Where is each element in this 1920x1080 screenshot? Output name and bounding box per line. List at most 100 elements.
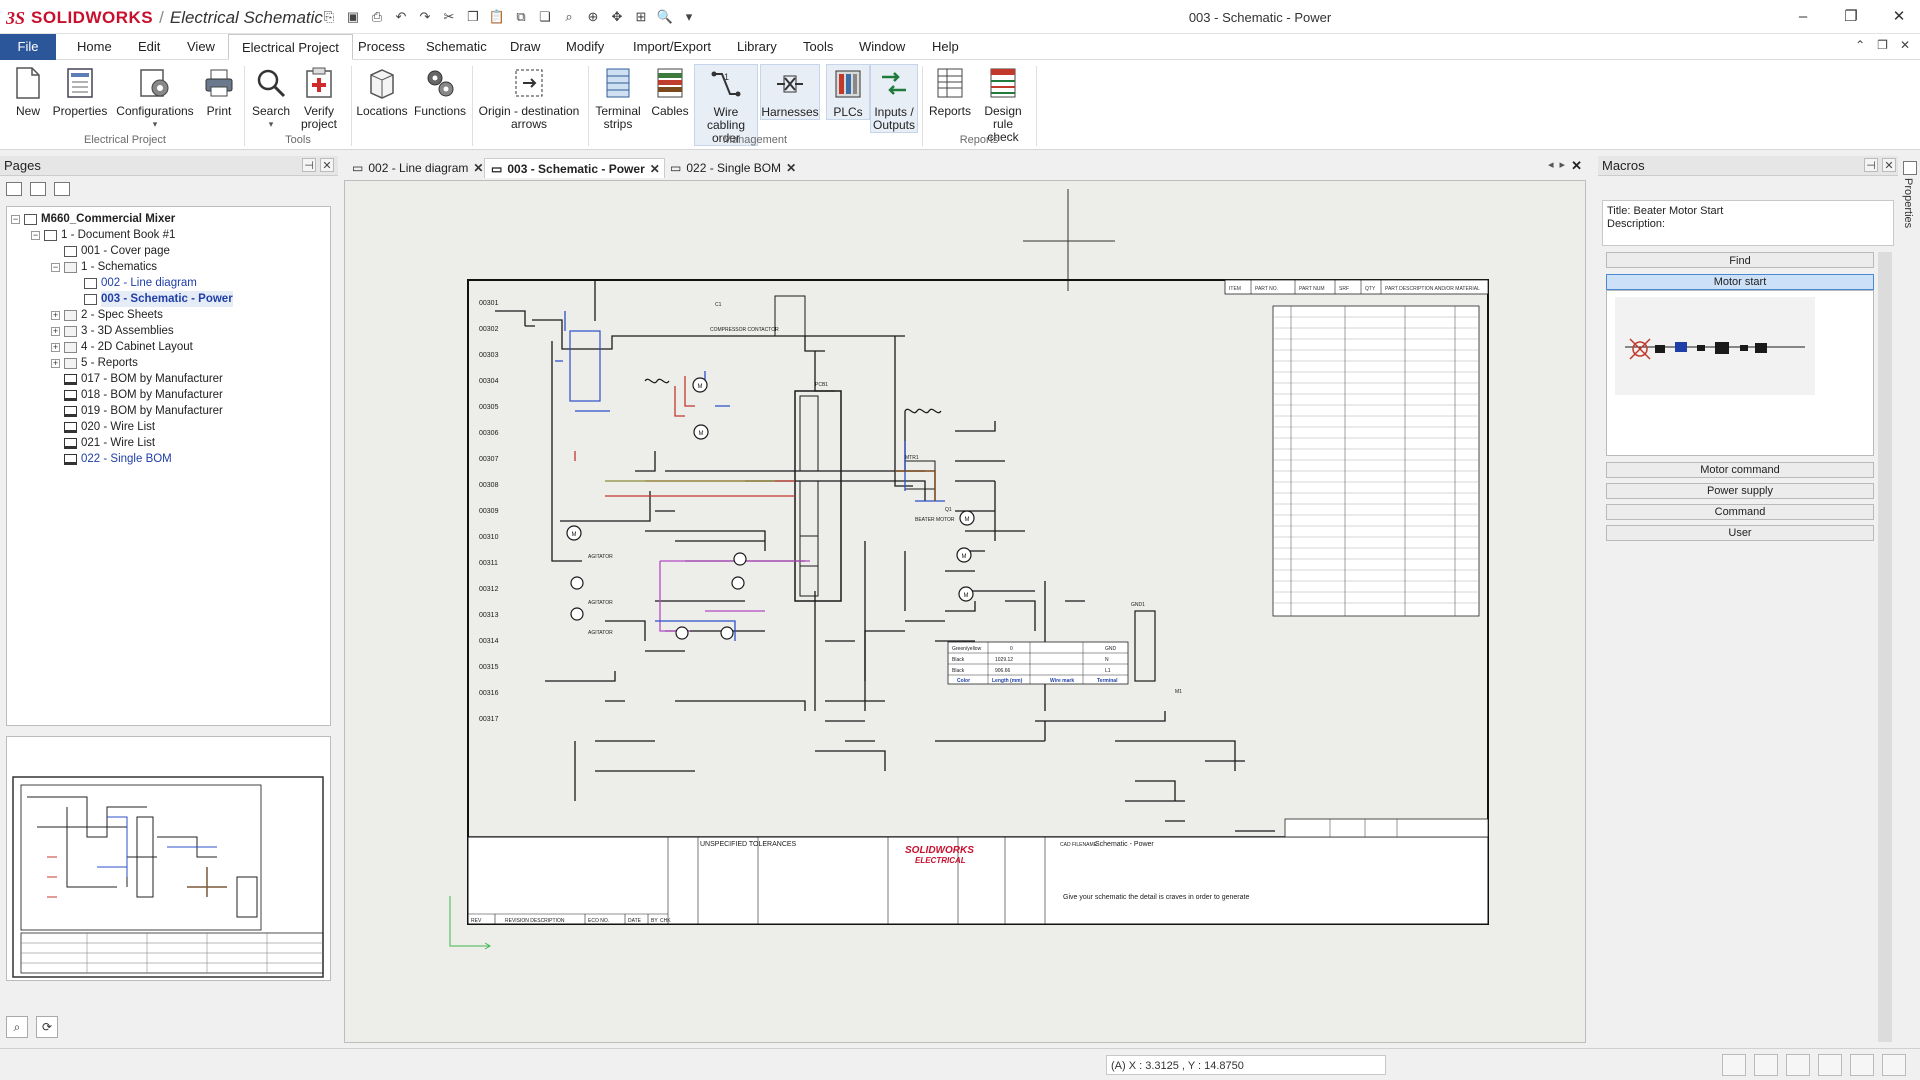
macro-group-motor-start[interactable]: Motor start (1606, 274, 1874, 290)
cables-button[interactable]: Cables (648, 64, 692, 118)
zoom-fit-icon[interactable]: ⌕ (565, 9, 573, 24)
close-window-button[interactable]: ✕ (1892, 8, 1906, 25)
lineweight-icon[interactable] (1818, 1054, 1842, 1076)
ortho-icon[interactable] (1754, 1054, 1778, 1076)
tree-item[interactable]: +4 - 2D Cabinet Layout (51, 339, 193, 355)
tree-item[interactable]: 017 - BOM by Manufacturer (51, 371, 223, 387)
tab-tools[interactable]: Tools (803, 39, 834, 54)
macro-group-user[interactable]: User (1606, 525, 1874, 541)
locations-button[interactable]: Locations (356, 64, 408, 118)
macro-thumbnail-beater-motor-start[interactable] (1615, 297, 1815, 395)
macro-find-button[interactable]: Find (1606, 252, 1874, 268)
inputs-outputs-button[interactable]: Inputs / Outputs (870, 64, 918, 133)
tree-item[interactable]: 003 - Schematic - Power (71, 291, 233, 307)
book-view-icon[interactable] (30, 182, 46, 196)
harnesses-button[interactable]: Harnesses (760, 64, 820, 120)
close-all-icon[interactable]: ✕ (1571, 158, 1582, 173)
properties-tab-label[interactable]: Properties (1902, 178, 1914, 229)
tree-item[interactable]: +3 - 3D Assemblies (51, 323, 174, 339)
verify-project-button[interactable]: Verify project (295, 64, 343, 131)
close-doc-icon[interactable]: ✕ (1899, 38, 1910, 52)
list-view-icon[interactable] (6, 182, 22, 196)
macro-group-power-supply[interactable]: Power supply (1606, 483, 1874, 499)
tab-draw[interactable]: Draw (510, 39, 541, 54)
snap-icon[interactable] (1786, 1054, 1810, 1076)
restore-doc-icon[interactable]: ❐ (1877, 38, 1888, 52)
tree-item[interactable]: 021 - Wire List (51, 435, 155, 451)
tree-item[interactable]: 001 - Cover page (51, 243, 170, 259)
copy-icon[interactable]: ❐ (467, 9, 479, 24)
pin-icon[interactable]: ⊣ (1864, 158, 1878, 172)
close-tab-icon[interactable]: ✕ (786, 161, 797, 175)
tab-library[interactable]: Library (737, 39, 777, 54)
tab-edit[interactable]: Edit (138, 39, 161, 54)
pin-icon[interactable]: ⊣ (302, 158, 316, 172)
reports-button[interactable]: Reports (926, 64, 974, 118)
tree-item[interactable]: +5 - Reports (51, 355, 138, 371)
print-icon[interactable]: ⎙ (371, 9, 383, 24)
tab-electrical-project[interactable]: Electrical Project (228, 34, 353, 60)
open-icon[interactable]: ⎘ (323, 9, 335, 24)
tab-prev-icon[interactable]: ◂ (1548, 159, 1554, 171)
file-menu[interactable]: File (0, 34, 56, 60)
zoom-window-icon[interactable]: ⊕ (587, 9, 599, 24)
zoom-previous-icon[interactable]: ⊞ (635, 9, 647, 24)
expand-toggle-icon[interactable]: − (51, 261, 60, 272)
tab-window[interactable]: Window (859, 39, 906, 54)
undo-icon[interactable]: ↶ (395, 9, 407, 24)
tab-view[interactable]: View (187, 39, 215, 54)
macro-group-command[interactable]: Command (1606, 504, 1874, 520)
close-tab-icon[interactable]: ✕ (473, 161, 484, 175)
properties-button[interactable]: Properties (52, 64, 108, 118)
expand-toggle-icon[interactable]: + (51, 325, 60, 336)
tree-item[interactable]: +2 - Spec Sheets (51, 307, 163, 323)
restore-button[interactable]: ❐ (1844, 8, 1858, 25)
properties-side-tab[interactable] (1900, 156, 1920, 256)
print-button[interactable]: Print (201, 64, 237, 118)
magnifier-icon[interactable]: 🔍 (656, 9, 674, 24)
terminal-strips-button[interactable]: Terminal strips (592, 64, 644, 131)
expand-toggle-icon[interactable]: + (51, 309, 60, 320)
tree-item[interactable]: 022 - Single BOM (51, 451, 172, 467)
expand-toggle-icon[interactable]: − (11, 213, 20, 224)
page-preview-minimap[interactable] (6, 736, 331, 981)
tree-item[interactable]: −1 - Document Book #1 (31, 227, 175, 243)
refresh-preview-icon[interactable]: ⟳ (36, 1016, 58, 1038)
save-icon[interactable]: ▣ (346, 9, 360, 24)
expand-toggle-icon[interactable]: − (31, 229, 40, 240)
close-panel-icon[interactable]: ✕ (320, 158, 334, 172)
tab-help[interactable]: Help (932, 39, 959, 54)
tree-item[interactable]: 002 - Line diagram (71, 275, 197, 291)
zoom-preview-icon[interactable]: ⌕ (6, 1016, 28, 1038)
functions-button[interactable]: Functions (412, 64, 468, 118)
table-view-icon[interactable] (54, 182, 70, 196)
dynamic-input-icon[interactable] (1850, 1054, 1874, 1076)
paste-icon[interactable]: 📋 (488, 9, 506, 24)
new-button[interactable]: New (10, 64, 46, 118)
expand-toggle-icon[interactable]: + (51, 357, 60, 368)
tab-process[interactable]: Process (358, 39, 405, 54)
tab-schematic[interactable]: Schematic (426, 39, 487, 54)
settings-icon[interactable] (1882, 1054, 1906, 1076)
grid-icon[interactable] (1722, 1054, 1746, 1076)
cut-icon[interactable]: ✂ (443, 9, 455, 24)
tab-home[interactable]: Home (77, 39, 112, 54)
configurations-button[interactable]: Configurations ▾ (114, 64, 196, 131)
macro-group-motor-command[interactable]: Motor command (1606, 462, 1874, 478)
search-button[interactable]: Search ▾ (251, 64, 291, 131)
macros-scrollbar[interactable] (1878, 252, 1892, 1042)
wire-cabling-order-button[interactable]: 1 Wire cabling order (694, 64, 758, 146)
tab-import-export[interactable]: Import/Export (633, 39, 712, 54)
copy-page-icon[interactable]: ❏ (539, 9, 551, 24)
plcs-button[interactable]: PLCs (826, 64, 870, 120)
origin-destination-arrows-button[interactable]: Origin - destination arrows (474, 64, 584, 131)
tree-item[interactable]: −M660_Commercial Mixer (11, 211, 175, 227)
duplicate-icon[interactable]: ⧉ (516, 9, 526, 24)
tab-next-icon[interactable]: ▸ (1559, 159, 1566, 171)
minimize-button[interactable]: – (1798, 8, 1808, 25)
tree-item[interactable]: 018 - BOM by Manufacturer (51, 387, 223, 403)
tab-modify[interactable]: Modify (566, 39, 605, 54)
design-rule-check-button[interactable]: Design rule check (976, 64, 1030, 144)
collapse-ribbon-icon[interactable]: ⌃ (1855, 38, 1866, 52)
